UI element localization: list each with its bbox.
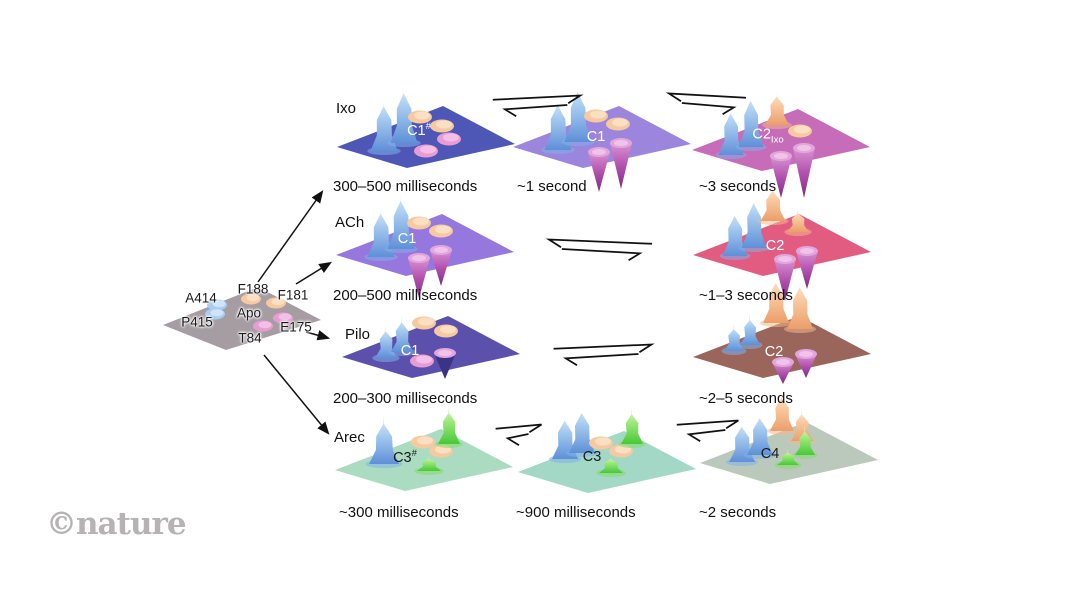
- equilibrium-arrows: [665, 92, 747, 116]
- equilibrium-arrows: [492, 94, 584, 118]
- energy-landscape-panel-arec-c4: [695, 367, 885, 517]
- equilibrium-arrows: [495, 423, 543, 447]
- ligand-label-arec: Arec: [334, 429, 365, 446]
- energy-landscape-panel-ach-c1: [331, 159, 521, 309]
- residue-label-A414: A414: [185, 290, 217, 306]
- residue-label-E175: E175: [280, 319, 312, 335]
- residue-label-F181: F181: [277, 287, 309, 303]
- ligand-label-pilo: Pilo: [345, 326, 371, 343]
- apo-label: Apo: [236, 305, 262, 321]
- time-label: ~2 seconds: [699, 504, 777, 521]
- equilibrium-arrows: [545, 238, 653, 262]
- apo-landscape-panel: [158, 278, 338, 373]
- state-label-c1-ixo: C1#: [407, 121, 431, 139]
- energy-landscape-panel-arec-c3: [513, 376, 703, 526]
- energy-landscape-panel-ixo-c1: [508, 51, 698, 201]
- time-label: ~900 milliseconds: [516, 504, 636, 521]
- state-label-c2-ixo: C2Ixo: [752, 126, 784, 146]
- time-label: ~1 second: [517, 178, 587, 195]
- state-label-c1-pilo: C1: [400, 343, 420, 359]
- nature-logo: ©nature: [46, 506, 187, 542]
- time-label: 300–500 milliseconds: [333, 178, 478, 195]
- state-label-c1-ach: C1: [397, 231, 417, 247]
- energy-landscape-panel-ixo-c2: [687, 54, 877, 204]
- residue-label-T84: T84: [238, 330, 262, 346]
- state-label-c2-ach: C2: [765, 238, 785, 254]
- time-label: ~300 milliseconds: [339, 504, 459, 521]
- ligand-label-ixo: Ixo: [336, 100, 357, 117]
- state-label-c1-ixo2: C1: [586, 129, 606, 145]
- branch-arrow-ixo: [257, 190, 324, 283]
- energy-landscape-panel-pilo-c1: [337, 261, 527, 411]
- time-label: 200–500 milliseconds: [333, 287, 478, 304]
- equilibrium-arrows: [676, 419, 739, 443]
- residue-label-F188: F188: [237, 281, 269, 297]
- equilibrium-arrows: [553, 343, 655, 367]
- time-label: ~1–3 seconds: [699, 287, 793, 304]
- energy-landscape-panel-ach-c2: [688, 159, 878, 309]
- energy-landscape-panel-arec-c3: [330, 374, 520, 524]
- energy-landscape-panel-pilo-c2: [688, 261, 878, 411]
- state-label-c2-pilo: C2: [764, 344, 784, 360]
- time-label: ~3 seconds: [699, 178, 777, 195]
- state-label-c3-arec2: C3: [582, 449, 602, 465]
- time-label: 200–300 milliseconds: [333, 390, 478, 407]
- state-label-c4-arec: C4: [760, 446, 780, 462]
- state-label-c3-arec: C3#: [393, 448, 417, 466]
- time-label: ~2–5 seconds: [699, 390, 793, 407]
- energy-landscape-panel-ixo-c1: [332, 51, 522, 201]
- ligand-label-ach: ACh: [335, 214, 365, 231]
- residue-label-P415: P415: [181, 314, 213, 330]
